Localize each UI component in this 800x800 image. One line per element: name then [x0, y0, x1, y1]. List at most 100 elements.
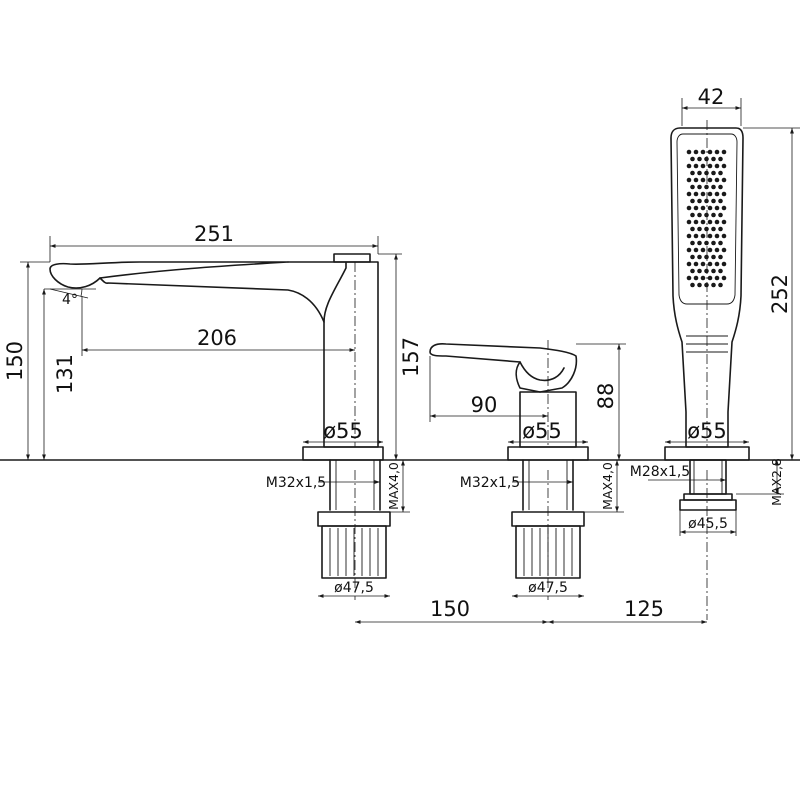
- spray-hole: [686, 163, 692, 169]
- spray-hole: [693, 219, 699, 225]
- spray-hole: [690, 212, 695, 218]
- spray-hole: [700, 219, 706, 225]
- spray-hole: [711, 226, 716, 232]
- spray-hole: [697, 184, 702, 190]
- svg-text:ø47,5: ø47,5: [334, 580, 374, 596]
- spray-hole: [686, 177, 692, 183]
- spray-hole: [693, 149, 699, 155]
- spout-length-dimension: 251: [49, 222, 379, 262]
- spout-outline: [49, 253, 384, 461]
- spray-hole: [718, 282, 723, 288]
- spout-outlet-height-dimension: 131: [42, 289, 77, 460]
- svg-text:ø45,5: ø45,5: [688, 516, 728, 532]
- spray-hole: [686, 247, 692, 253]
- spray-hole: [697, 282, 702, 288]
- spray-hole: [700, 149, 706, 155]
- shower-spray-holes: [686, 149, 727, 288]
- spray-hole: [711, 156, 716, 162]
- spray-hole: [707, 247, 713, 253]
- spray-hole: [690, 282, 695, 288]
- spray-hole: [711, 268, 716, 274]
- spray-hole: [686, 149, 692, 155]
- spray-hole: [714, 275, 720, 281]
- spray-hole: [686, 233, 692, 239]
- spray-hole: [693, 233, 699, 239]
- svg-text:M32x1,5: M32x1,5: [266, 475, 326, 491]
- svg-text:125: 125: [624, 597, 664, 621]
- svg-text:131: 131: [53, 354, 77, 394]
- spray-hole: [711, 212, 716, 218]
- spacing-spout-mixer-dimension: 150: [355, 597, 548, 624]
- spray-hole: [693, 205, 699, 211]
- shower-length-dimension: 252: [743, 127, 800, 460]
- svg-text:150: 150: [430, 597, 470, 621]
- spray-hole: [704, 268, 709, 274]
- svg-text:157: 157: [399, 337, 423, 377]
- spray-hole: [690, 240, 695, 246]
- spray-hole: [718, 198, 723, 204]
- svg-text:ø55: ø55: [522, 419, 562, 443]
- spray-hole: [714, 233, 720, 239]
- mixer-max-deck-dimension: MAX4,0: [584, 459, 624, 513]
- spray-hole: [707, 177, 713, 183]
- spray-hole: [686, 191, 692, 197]
- mixer-thread-label: M32x1,5: [460, 475, 573, 491]
- spray-hole: [721, 149, 727, 155]
- spray-hole: [704, 170, 709, 176]
- spray-hole: [697, 170, 702, 176]
- shower-width-dimension: 42: [681, 85, 742, 126]
- spray-hole: [704, 282, 709, 288]
- spray-hole: [686, 275, 692, 281]
- spray-hole: [690, 226, 695, 232]
- spray-hole: [704, 156, 709, 162]
- spray-hole: [693, 191, 699, 197]
- spray-hole: [693, 177, 699, 183]
- spray-hole: [718, 212, 723, 218]
- svg-text:88: 88: [594, 383, 618, 410]
- svg-text:MAX2,8: MAX2,8: [769, 458, 784, 506]
- spray-hole: [714, 219, 720, 225]
- spray-hole: [690, 170, 695, 176]
- svg-text:42: 42: [698, 85, 725, 109]
- spray-hole: [700, 205, 706, 211]
- spray-hole: [721, 275, 727, 281]
- mixer-outline: [429, 340, 589, 461]
- spray-hole: [714, 261, 720, 267]
- spray-hole: [700, 247, 706, 253]
- spray-hole: [693, 275, 699, 281]
- spout-reach-dimension: 206: [81, 296, 355, 356]
- spray-hole: [721, 205, 727, 211]
- spray-hole: [700, 191, 706, 197]
- shower-mounting-kit: [679, 459, 737, 620]
- spray-hole: [690, 184, 695, 190]
- spray-hole: [700, 275, 706, 281]
- svg-text:M32x1,5: M32x1,5: [460, 475, 520, 491]
- svg-text:ø55: ø55: [323, 419, 363, 443]
- spray-hole: [711, 282, 716, 288]
- spout-base-diameter-dimension: ø55: [303, 419, 383, 444]
- spray-hole: [690, 198, 695, 204]
- spray-hole: [707, 191, 713, 197]
- spray-hole: [721, 247, 727, 253]
- spray-hole: [693, 247, 699, 253]
- spray-hole: [714, 191, 720, 197]
- spray-hole: [700, 163, 706, 169]
- spray-hole: [721, 191, 727, 197]
- spray-hole: [700, 177, 706, 183]
- svg-text:MAX4,0: MAX4,0: [386, 462, 401, 510]
- spray-hole: [707, 261, 713, 267]
- spout-body-height-dimension: 157: [378, 253, 423, 460]
- spray-hole: [697, 156, 702, 162]
- spray-hole: [714, 205, 720, 211]
- spout-total-height-dimension: 150: [3, 261, 50, 460]
- svg-text:90: 90: [471, 393, 498, 417]
- spray-hole: [721, 163, 727, 169]
- svg-text:M28x1,5: M28x1,5: [630, 464, 690, 480]
- spray-hole: [718, 184, 723, 190]
- spray-hole: [711, 184, 716, 190]
- spray-hole: [707, 163, 713, 169]
- mixer-lever-reach-dimension: 90: [429, 356, 548, 422]
- svg-text:ø47,5: ø47,5: [528, 580, 568, 596]
- spray-hole: [707, 233, 713, 239]
